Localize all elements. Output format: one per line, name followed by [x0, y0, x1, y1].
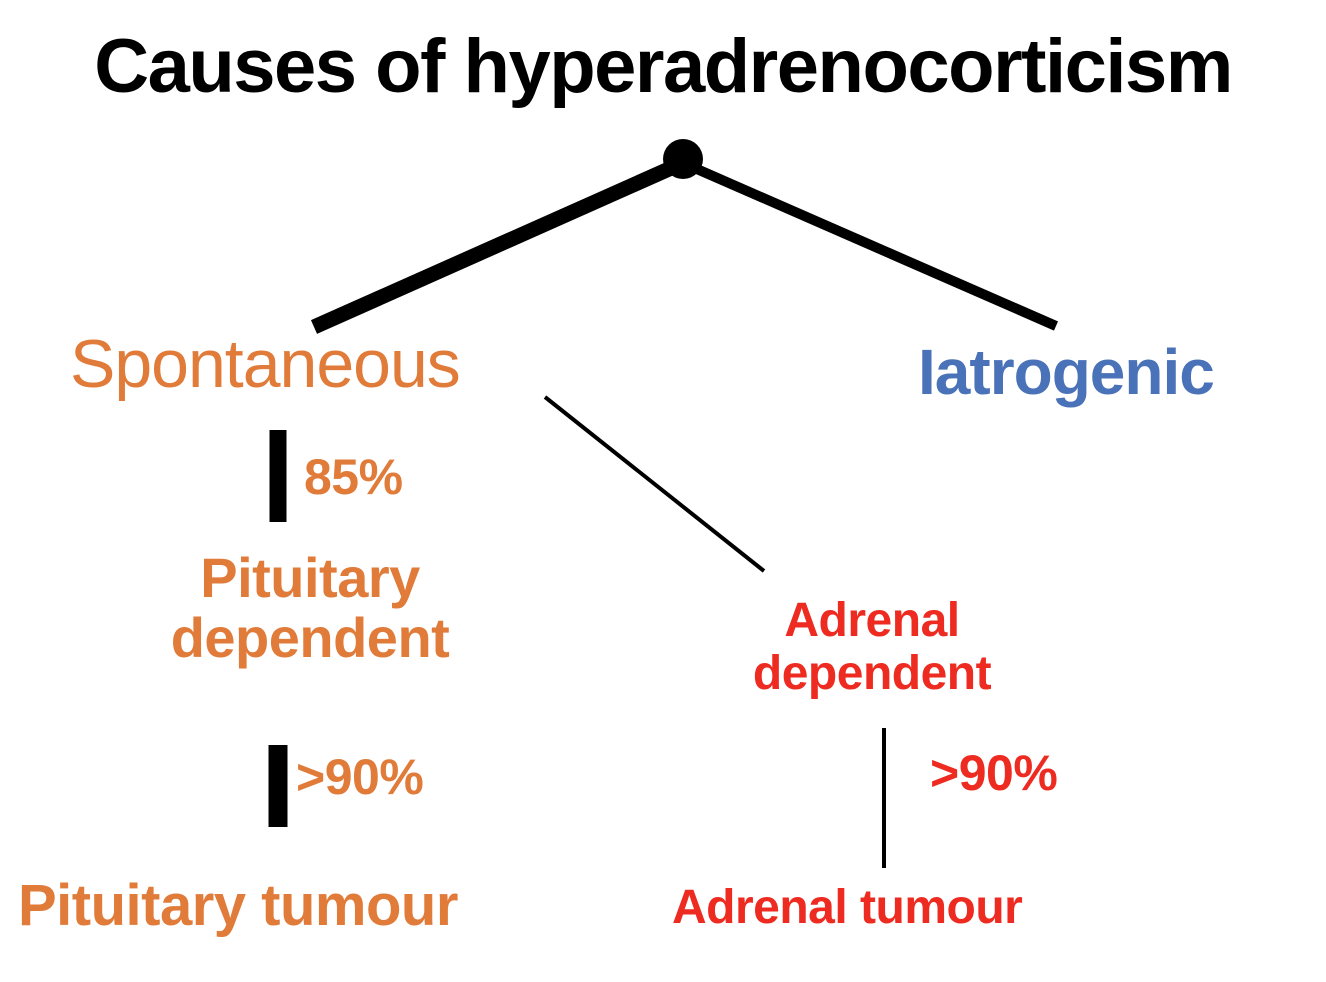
node-spontaneous: Spontaneous — [70, 326, 461, 402]
node-iatrogenic: Iatrogenic — [918, 336, 1215, 408]
node-adrenal-tumour: Adrenal tumour — [672, 881, 1023, 934]
edge-root-to-iatrogenic — [687, 161, 1059, 331]
page-title: Causes of hyperadrenocorticism — [94, 24, 1233, 109]
edge-spontaneous-to-adrenal-dependent — [543, 395, 766, 573]
edge-label-adrenal-90-percent: >90% — [930, 745, 1058, 801]
edge-root-to-spontaneous — [310, 158, 682, 334]
edge-label-85-percent: 85% — [304, 449, 403, 505]
node-pituitary-tumour: Pituitary tumour — [18, 873, 458, 938]
edge-label-pituitary-90-percent: >90% — [296, 749, 424, 805]
node-adrenal-dependent: Adrenal dependent — [752, 594, 992, 700]
root-node-circle — [663, 139, 703, 179]
node-pituitary-dependent: Pituitary dependent — [170, 546, 450, 670]
